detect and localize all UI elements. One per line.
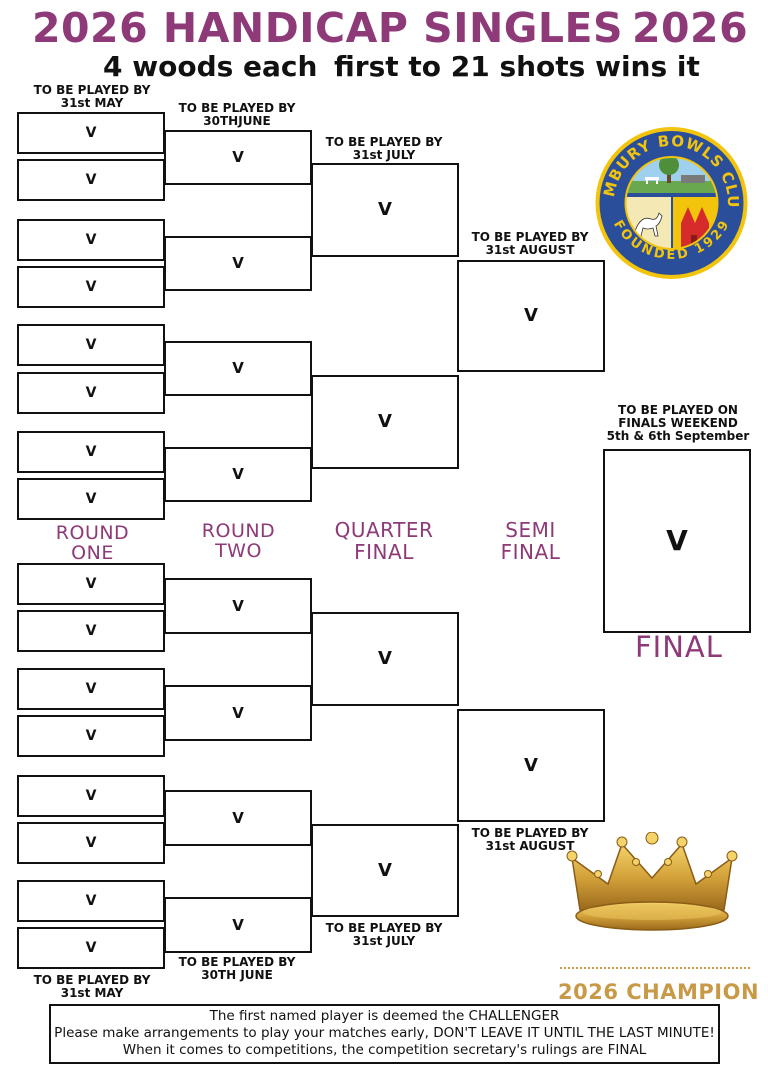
round-two-v: V (164, 897, 312, 953)
round-one-v: V (17, 372, 165, 414)
round-one-v: V (17, 610, 165, 652)
round-one-v: V (17, 112, 165, 154)
quarter-final-v: V (311, 612, 459, 706)
round-one-v: V (17, 880, 165, 922)
quarter-final-v: V (311, 163, 459, 257)
round-two-v: V (164, 447, 312, 502)
notice-line-3: When it comes to competitions, the compe… (51, 1042, 718, 1059)
subtitle-rule: first to 21 shots wins it (334, 50, 700, 83)
round-two-v: V (164, 341, 312, 396)
round-two-v: V (164, 685, 312, 741)
round-one-v: V (17, 775, 165, 817)
round-two-v: V (164, 130, 312, 185)
quarter-final-v: V (311, 375, 459, 469)
round-one-v: V (17, 478, 165, 520)
round-one-v: V (17, 324, 165, 366)
round-one-v: V (17, 668, 165, 710)
title-main: 2026 HANDICAP SINGLES (32, 4, 623, 52)
round-two-v: V (164, 790, 312, 846)
quarter-final-v: V (311, 824, 459, 917)
champion-label: 2026 CHAMPION (558, 980, 759, 1004)
round-one-v: V (17, 927, 165, 969)
round-one-v: V (17, 822, 165, 864)
notice-line-2: Please make arrangements to play your ma… (51, 1025, 718, 1042)
round-two-v: V (164, 236, 312, 291)
round-one-v: V (17, 563, 165, 605)
notice-box: The first named player is deemed the CHA… (49, 1004, 720, 1064)
round-one-v: V (17, 431, 165, 473)
semi-final-v: V (457, 260, 605, 372)
round-one-v: V (17, 219, 165, 261)
club-logo: PEMBURY BOWLS CLUB FOUNDED 1929 (593, 123, 750, 283)
round-one-v: V (17, 266, 165, 308)
round-one-v: V (17, 715, 165, 757)
label-final: FINAL (635, 630, 723, 664)
round-two-v: V (164, 578, 312, 634)
semi-final-v: V (457, 709, 605, 822)
subtitle-woods: 4 woods each (103, 50, 317, 83)
notice-line-1: The first named player is deemed the CHA… (51, 1008, 718, 1025)
final-v: V (603, 449, 751, 633)
round-one-v: V (17, 159, 165, 201)
champion-divider (560, 967, 750, 969)
crown-icon (560, 832, 745, 937)
title-year: 2026 (632, 4, 748, 52)
